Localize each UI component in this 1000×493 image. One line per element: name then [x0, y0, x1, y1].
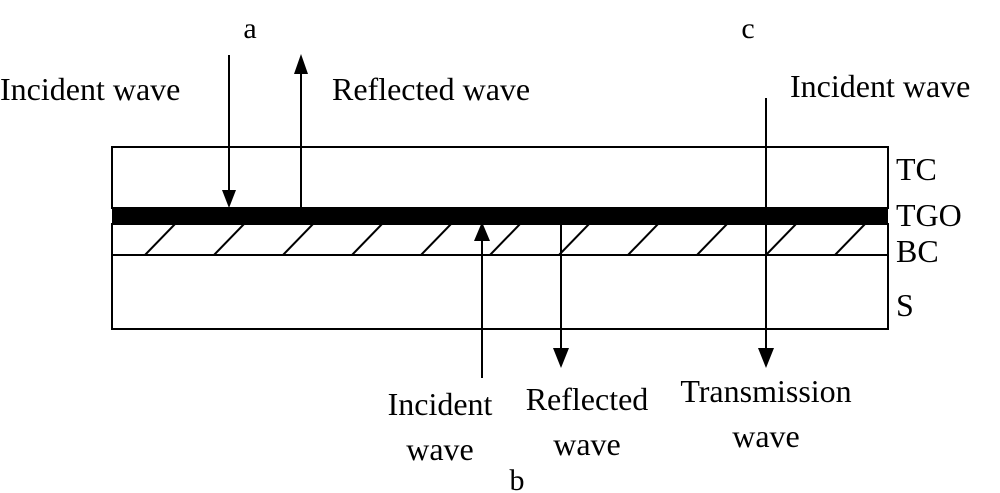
b-incident-wave-label-line1: Incident: [388, 386, 493, 422]
c-transmission-wave-label-line2: wave: [732, 418, 800, 454]
hatch-line: [765, 224, 797, 255]
b-incident-arrowhead: [474, 222, 490, 241]
hatch-line: [696, 224, 728, 255]
bc-layer-label: BC: [896, 233, 939, 269]
bc-hatching: [144, 224, 866, 255]
hatch-line: [282, 224, 314, 255]
hatch-line: [834, 224, 866, 255]
tgo-layer-label: TGO: [896, 197, 962, 233]
case-c-label: c: [741, 12, 754, 45]
hatch-line: [144, 224, 176, 255]
c-transmission-arrowhead: [758, 348, 774, 368]
hatch-line: [351, 224, 383, 255]
a-reflected-wave-label: Reflected wave: [332, 71, 530, 107]
a-incident-arrowhead: [222, 190, 236, 208]
a-reflected-arrowhead: [294, 54, 308, 74]
b-incident-wave-label-line2: wave: [406, 431, 474, 467]
b-reflected-wave-label-line2: wave: [553, 426, 621, 462]
hatch-line: [558, 224, 590, 255]
tc-layer-label: TC: [896, 151, 937, 187]
b-reflected-wave-label-line1: Reflected: [526, 381, 649, 417]
c-incident-wave-label: Incident wave: [790, 68, 970, 104]
hatch-line: [213, 224, 245, 255]
hatch-line: [420, 224, 452, 255]
case-b-label: b: [510, 464, 525, 493]
a-incident-wave-label: Incident wave: [0, 71, 180, 107]
case-a-label: a: [243, 12, 256, 45]
b-reflected-arrowhead: [553, 348, 569, 368]
hatch-line: [489, 224, 521, 255]
c-transmission-wave-label-line1: Transmission: [680, 373, 851, 409]
tgo-layer: [112, 208, 888, 224]
s-layer: [111, 254, 889, 330]
s-layer-label: S: [896, 287, 914, 323]
hatch-line: [627, 224, 659, 255]
